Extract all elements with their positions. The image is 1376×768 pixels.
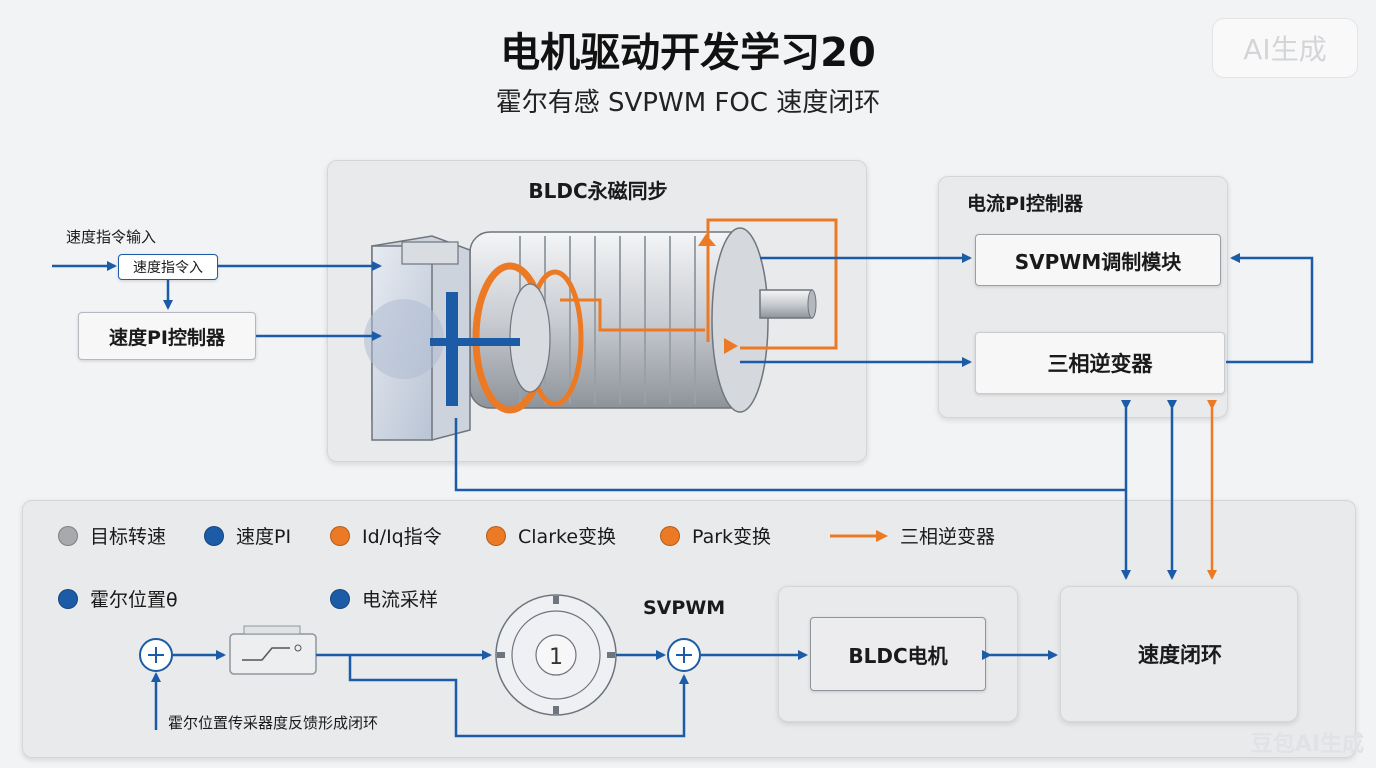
legend-dot-icon (204, 525, 224, 546)
current-pi-panel-title: 电流PI控制器 (967, 193, 1083, 215)
motor-panel-title: BLDC永磁同步 (528, 179, 668, 203)
legend-item-park: Park变换 (660, 522, 771, 549)
legend-dot-icon (486, 525, 506, 546)
legend-item-speed-pi: 速度PI (204, 522, 291, 549)
legend-item-inverter: 三相逆变器 (828, 522, 995, 549)
bldc-motor-box[interactable]: BLDC电机 (810, 617, 986, 691)
legend-dot-icon (58, 588, 78, 609)
legend-item-current-sampling: 电流采样 (330, 585, 438, 612)
motor-illustration (364, 218, 838, 441)
legend-dot-icon (660, 525, 680, 546)
left-flow-arrows (52, 261, 382, 341)
inverter-box[interactable]: 三相逆变器 (975, 332, 1225, 394)
svpwm-module-box[interactable]: SVPWM调制模块 (975, 234, 1221, 286)
watermark: 豆包AI生成 (1250, 732, 1364, 757)
legend-label: Id/Iq指令 (362, 526, 442, 548)
bottom-loop: 1 (139, 594, 1058, 738)
motor-to-controller-arrows (740, 253, 1314, 367)
speed-loop-panel[interactable]: 速度闭环 (1060, 586, 1298, 722)
legend-item-clarke: Clarke变换 (486, 522, 616, 549)
speed-cmd-input-label: 速度指令输入 (66, 228, 157, 246)
speed-loop-label: 速度闭环 (1138, 643, 1222, 667)
legend-label: Park变换 (692, 526, 772, 548)
legend-label: 目标转速 (90, 526, 167, 548)
ai-generated-badge: AI生成 (1212, 18, 1358, 78)
legend-label: 三相逆变器 (900, 526, 996, 548)
legend-label: 电流采样 (362, 589, 439, 611)
vertical-links (454, 400, 1217, 580)
page-title: 电机驱动开发学习20 (500, 30, 876, 76)
orange-arrow-icon (830, 529, 888, 542)
svpwm-label: SVPWM (643, 597, 726, 619)
legend-label: 霍尔位置θ (90, 589, 178, 611)
legend-label: 速度PI (236, 526, 292, 548)
legend-item-idiq-cmd: Id/Iq指令 (330, 522, 442, 549)
hall-feedback-label: 霍尔位置传采器度反馈形成闭环 (168, 714, 379, 732)
legend-label: Clarke变换 (518, 526, 617, 548)
legend-item-hall-position: 霍尔位置θ (58, 585, 178, 612)
speed-pi-controller-box[interactable]: 速度PI控制器 (78, 312, 256, 360)
legend-item-target-speed: 目标转速 (58, 522, 166, 549)
legend-dot-icon (330, 588, 350, 609)
speed-cmd-box[interactable]: 速度指令入 (118, 254, 218, 280)
legend-dot-icon (330, 525, 350, 546)
disc-label: 1 (549, 645, 563, 670)
legend-dot-icon (58, 525, 78, 546)
page-subtitle: 霍尔有感 SVPWM FOC 速度闭环 (495, 88, 881, 118)
